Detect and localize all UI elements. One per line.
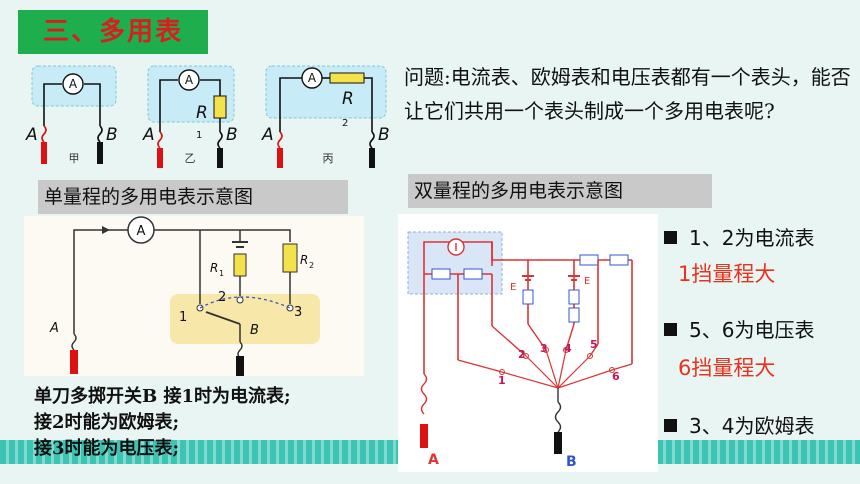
double-range-diagram: E E 1 2 3 4 5 6 A B xyxy=(407,231,633,470)
bullet-text: 3、4为欧姆表 xyxy=(689,414,815,438)
switch-pos-1: 1 xyxy=(179,310,187,325)
diagram-jia: A A B 甲 xyxy=(25,65,118,165)
diagram-yi: A R 1 A B 乙 xyxy=(142,65,238,168)
terminal-b: B xyxy=(226,125,238,145)
meter-label: A xyxy=(137,224,146,239)
terminal-a: A xyxy=(49,321,59,336)
square-bullet-icon xyxy=(664,231,677,244)
top-circuit-diagrams: A A B 甲 A R 1 A B 乙 A R 2 xyxy=(25,65,390,168)
caption-double-range: 双量程的多用电表示意图 xyxy=(408,174,712,208)
diagram-bing: A R 2 A B 丙 xyxy=(261,65,390,168)
square-bullet-icon xyxy=(664,323,677,336)
note-line: 接2时能为欧姆表; xyxy=(34,412,180,433)
diagram-label: 甲 xyxy=(69,152,80,165)
bullet-item: 5、6为电压表 xyxy=(664,316,854,344)
note-line: 接3时能为电压表; xyxy=(34,438,180,459)
diagram-label: 乙 xyxy=(185,152,196,165)
terminal-a: A xyxy=(428,452,439,468)
pos-1: 1 xyxy=(498,374,506,387)
pos-4: 4 xyxy=(564,342,572,355)
terminal-b: B xyxy=(378,125,390,145)
title-background xyxy=(18,10,208,54)
switch-notes: 单刀多掷开关B 接1时为电流表; 接2时能为欧姆表; 接3时能为电压表; xyxy=(34,384,394,462)
terminal-a: A xyxy=(261,125,274,145)
pos-5: 5 xyxy=(590,338,598,351)
terminal-b: B xyxy=(106,125,118,145)
bullet-item: 3、4为欧姆表 xyxy=(664,412,854,440)
resistor-label: R xyxy=(196,103,208,123)
r2-sub: 2 xyxy=(309,261,314,270)
bullet-group-1: 1、2为电流表 1挡量程大 xyxy=(664,224,854,288)
bullet-sub: 6挡量程大 xyxy=(678,356,776,380)
terminal-a: A xyxy=(142,125,155,145)
bullet-sub: 1挡量程大 xyxy=(678,262,776,286)
double-range-panel: E E 1 2 3 4 5 6 A B xyxy=(398,214,658,472)
pos-3: 3 xyxy=(540,342,548,355)
meter-label: A xyxy=(308,71,317,85)
resistor-sub: 2 xyxy=(342,118,348,129)
question-text: 问题:电流表、欧姆表和电压表都有一个表头，能否让它们共用一个表头制成一个多用电表… xyxy=(404,65,851,123)
single-range-panel: A R 1 R 2 1 2 3 B A xyxy=(24,216,364,376)
r1-sub: 1 xyxy=(219,269,224,278)
terminal-a: A xyxy=(25,125,38,145)
r1-label: R xyxy=(210,261,218,275)
bullet-group-3: 3、4为欧姆表 xyxy=(664,412,854,440)
bullet-text: 5、6为电压表 xyxy=(689,318,815,342)
switch-pos-3: 3 xyxy=(294,305,302,320)
battery-e2: E xyxy=(584,276,590,287)
bullet-item: 1、2为电流表 xyxy=(664,224,854,252)
resistor-sub: 1 xyxy=(196,130,202,141)
r2-label: R xyxy=(300,253,308,267)
bullet-text: 1、2为电流表 xyxy=(689,226,815,250)
battery-e1: E xyxy=(510,282,516,293)
meter-label: A xyxy=(185,73,194,87)
diagram-label: 丙 xyxy=(323,152,334,165)
switch-pos-2: 2 xyxy=(218,290,226,305)
terminal-b: B xyxy=(250,323,259,338)
caption-single-range: 单量程的多用电表示意图 xyxy=(38,180,348,214)
square-bullet-icon xyxy=(664,419,677,432)
note-line: 单刀多掷开关B 接1时为电流表; xyxy=(34,386,291,407)
resistor-label: R xyxy=(342,89,354,109)
bullet-group-2: 5、6为电压表 6挡量程大 xyxy=(664,316,854,382)
pos-2: 2 xyxy=(518,348,526,361)
single-range-diagram: A R 1 R 2 1 2 3 B A xyxy=(49,216,320,376)
pos-6: 6 xyxy=(612,370,620,383)
terminal-b: B xyxy=(566,454,577,470)
meter-label: A xyxy=(69,77,78,91)
page-title: 三、多用表 xyxy=(42,17,183,47)
